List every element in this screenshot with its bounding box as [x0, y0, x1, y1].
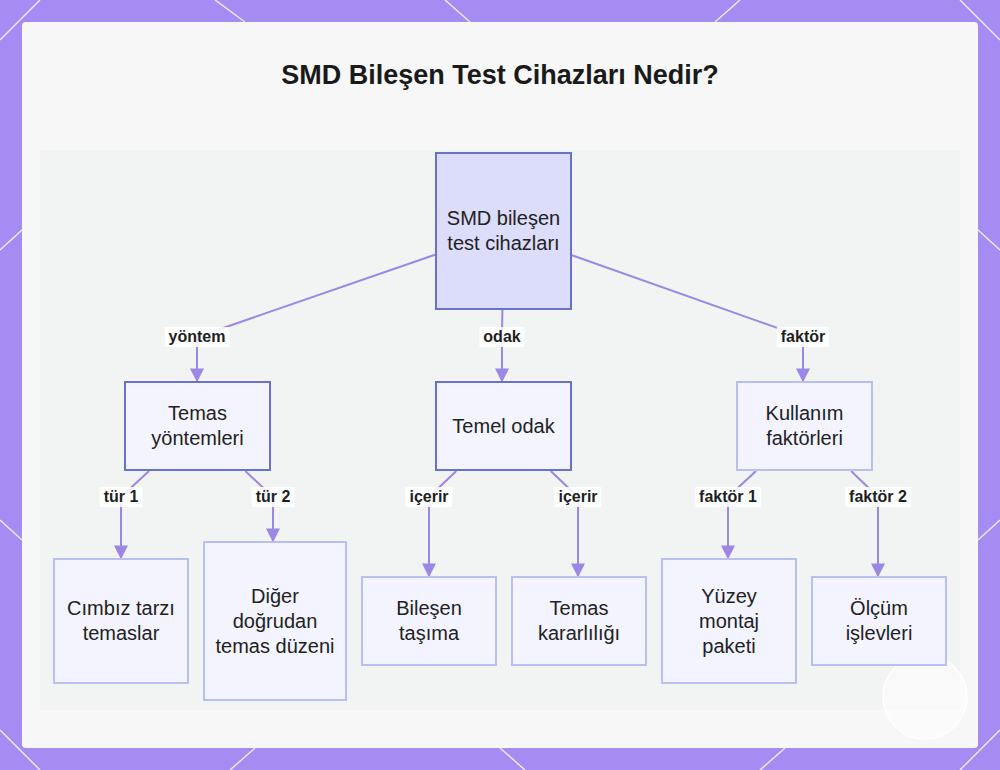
watermark-badge	[883, 655, 967, 739]
node-label: Cımbız tarzı temaslar	[63, 596, 179, 646]
root-box: SMD bileşen test cihazları	[435, 152, 572, 310]
deco-line	[445, 0, 470, 22]
deco-line	[715, 0, 740, 22]
node-label: Temas yöntemleri	[134, 401, 261, 451]
node-label: Yüzey montaj paketi	[671, 584, 787, 659]
deco-line	[230, 748, 255, 770]
connector	[197, 255, 435, 381]
deco-line	[215, 0, 245, 22]
category-box: Temas yöntemleri	[124, 381, 271, 471]
edge-label: faktör 2	[845, 487, 911, 507]
edge-label: içerir	[405, 487, 452, 507]
leaf-box: Ölçüm işlevleri	[811, 576, 947, 666]
faded-photo	[40, 150, 960, 710]
content-panel	[22, 22, 978, 748]
leaf-box: Yüzey montaj paketi	[661, 558, 797, 684]
node-label: Kullanım faktörleri	[746, 401, 863, 451]
edge-label: odak	[479, 327, 524, 347]
edge-label: faktör 1	[695, 487, 761, 507]
edge-label: yöntem	[165, 327, 230, 347]
connector	[121, 471, 149, 558]
connector	[728, 471, 756, 558]
node-label: SMD bileşen test cihazları	[445, 206, 562, 256]
deco-line	[760, 748, 785, 770]
edge-label: faktör	[777, 327, 829, 347]
leaf-box: Diğer doğrudan temas düzeni	[203, 541, 347, 701]
edge-label: tür 2	[252, 487, 295, 507]
node-label: Bileşen taşıma	[371, 596, 487, 646]
connector	[572, 255, 803, 381]
deco-line	[500, 748, 525, 770]
category-box: Temel odak	[435, 381, 572, 471]
deco-line	[0, 520, 22, 540]
node-label: Temel odak	[452, 414, 554, 439]
node-label: Ölçüm işlevleri	[821, 596, 937, 646]
leaf-box: Temas kararlılığı	[511, 576, 647, 666]
category-box: Kullanım faktörleri	[736, 381, 873, 471]
edge-label: tür 1	[100, 487, 143, 507]
node-label: Temas kararlılığı	[521, 596, 637, 646]
diagram-title: SMD Bileşen Test Cihazları Nedir?	[0, 60, 1000, 91]
leaf-box: Bileşen taşıma	[361, 576, 497, 666]
deco-line	[978, 520, 1000, 540]
node-label: Diğer doğrudan temas düzeni	[213, 584, 337, 659]
deco-line	[978, 230, 1000, 250]
leaf-box: Cımbız tarzı temaslar	[53, 558, 189, 684]
edge-label: içerir	[554, 487, 601, 507]
deco-line	[0, 230, 22, 250]
